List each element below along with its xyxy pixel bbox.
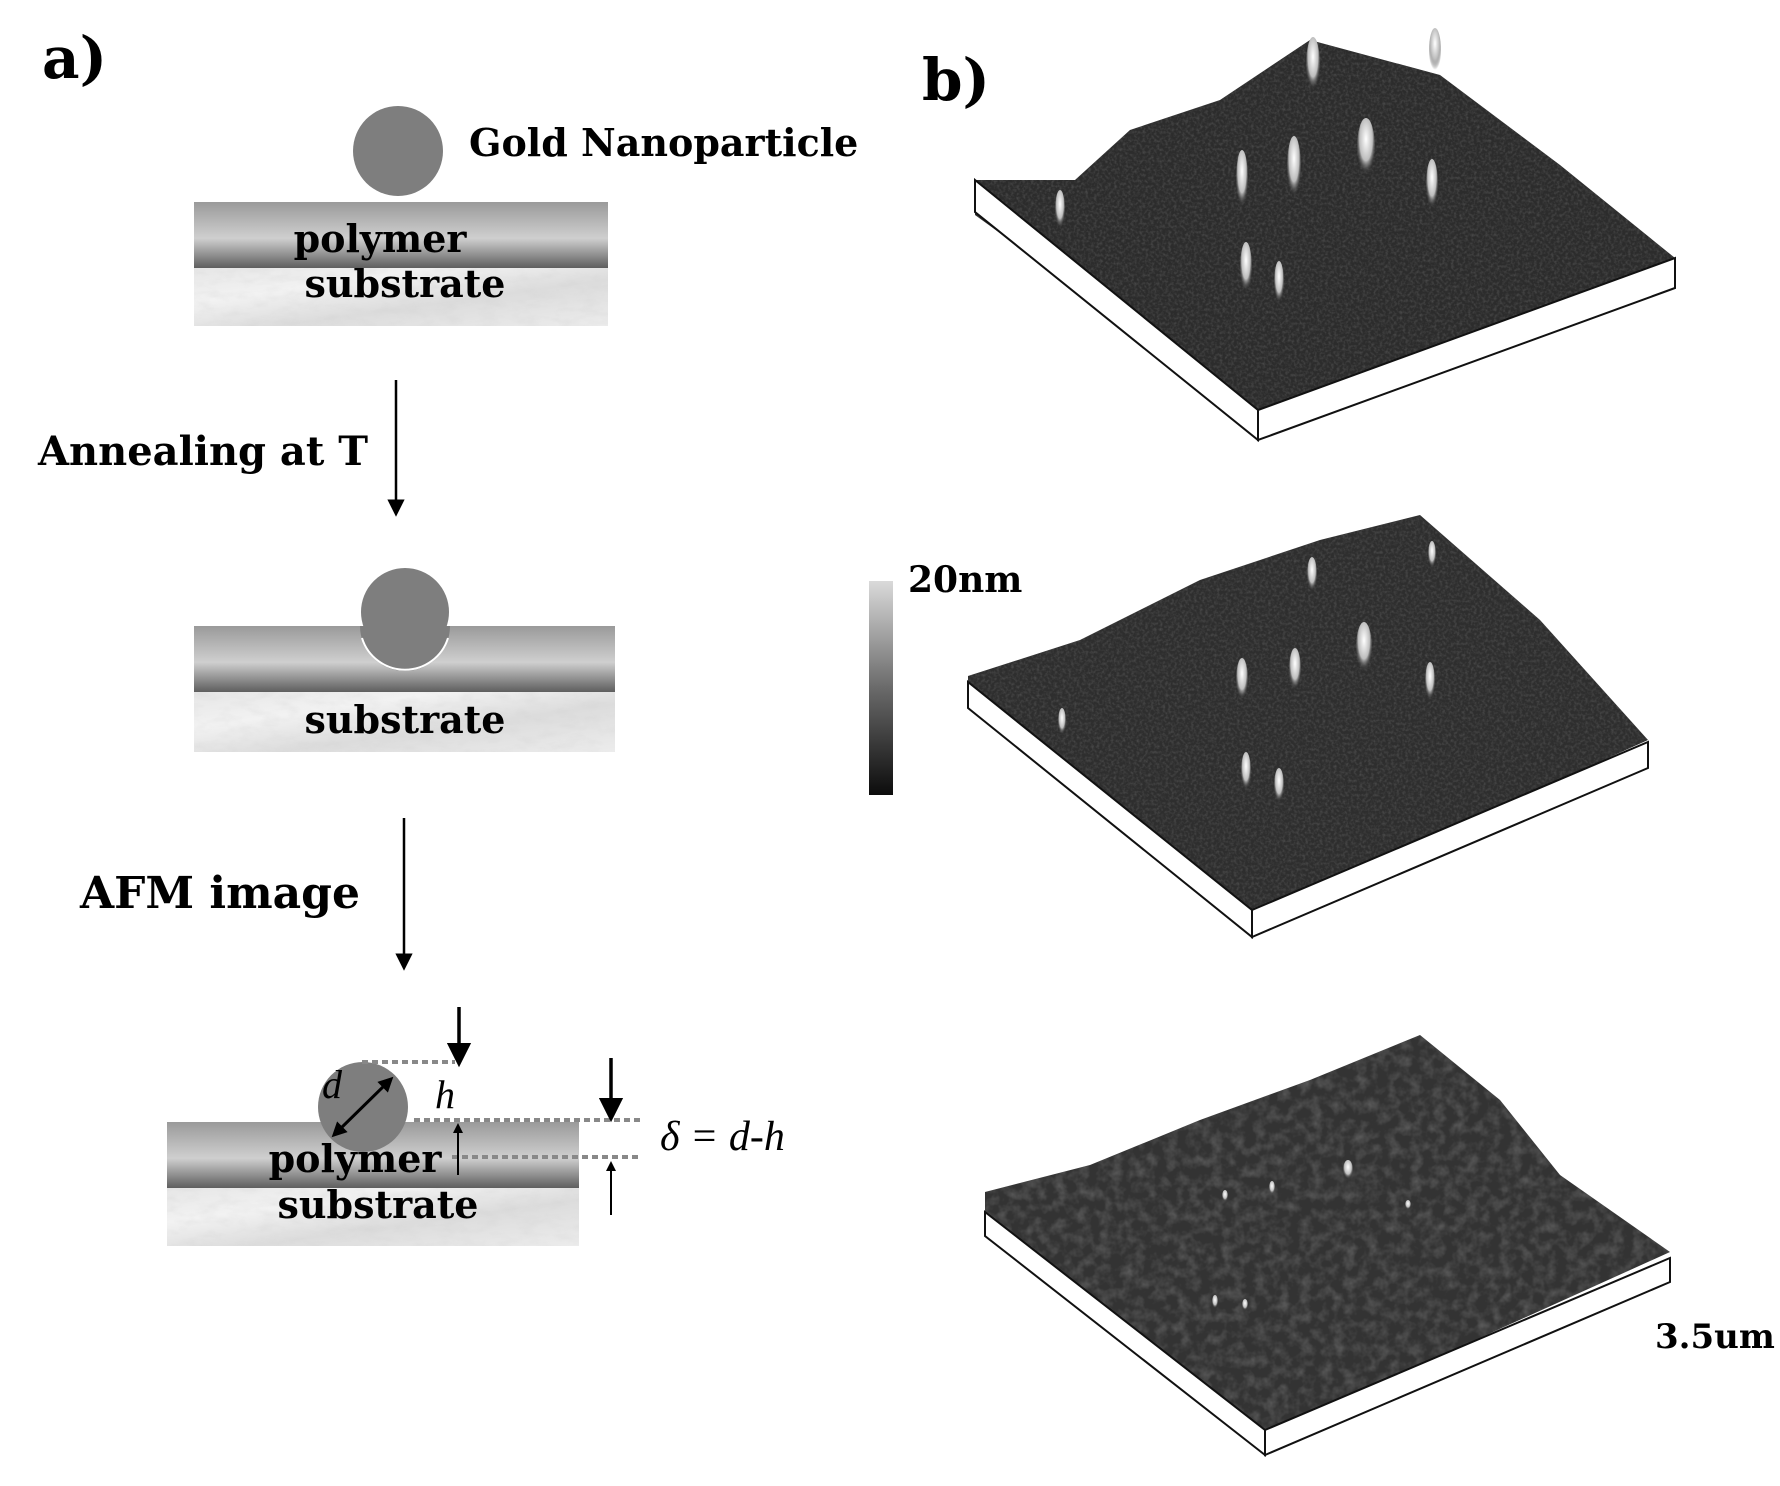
embedded-particle-part [360, 626, 450, 671]
nanoparticle-peak [1274, 261, 1284, 305]
substrate-texture [167, 1188, 579, 1246]
surface-right-wall [1257, 256, 1676, 442]
substrate-label: substrate [278, 1182, 479, 1227]
nanoparticle-peak [1241, 752, 1251, 792]
nanoparticle-peak [1405, 1200, 1411, 1210]
particle-outline [361, 637, 449, 671]
afm-surface-3 [984, 1035, 1671, 1458]
annealing-label: Annealing at T [37, 428, 368, 475]
nanoparticle-peak [1289, 648, 1301, 692]
surface-right-wall [1264, 1256, 1671, 1457]
nanoparticle-peak [1240, 242, 1252, 294]
afm-image-label: AFM image [79, 868, 360, 919]
polymer-layer [194, 202, 608, 268]
nanoparticle-peak [1307, 557, 1317, 593]
gold-nanoparticle-circle [353, 106, 443, 196]
nanoparticle-peak [1212, 1295, 1218, 1309]
height-colorbar: 20nm [869, 559, 1022, 795]
nanoparticle-peak [1236, 150, 1248, 210]
lateral-scale-label: 3.5um [1655, 1317, 1775, 1357]
substrate-texture [194, 692, 615, 752]
polymer-label: polymer [294, 216, 468, 261]
step2-stack: substrate [194, 566, 615, 752]
step3-stack: polymer substrate d h δ = d-h [167, 1007, 785, 1246]
surface-noise [985, 1035, 1670, 1435]
nanoparticle-peak [1428, 541, 1436, 569]
nanoparticle-peak [1426, 159, 1438, 211]
surface-right-wall [1251, 740, 1649, 939]
nanoparticle-peak [1274, 768, 1284, 804]
colorbar-max-label: 20nm [908, 559, 1022, 601]
symbol-h: h [435, 1072, 455, 1117]
substrate-label: substrate [305, 697, 506, 742]
substrate-texture [194, 268, 608, 326]
nanoparticle-peak [1356, 622, 1372, 674]
nanoparticle-peak [1357, 118, 1375, 178]
panel-b: b) [869, 28, 1775, 1458]
afm-surface-2 [967, 515, 1649, 940]
surface-noise [975, 40, 1675, 420]
step1-stack: Gold Nanoparticle polymer substrate [194, 106, 858, 326]
nanoparticle-peak [1236, 658, 1248, 702]
nanoparticle-peak [1222, 1190, 1228, 1202]
nanoparticle-peak [1287, 136, 1301, 200]
colorbar-gradient [869, 581, 893, 795]
substrate-label: substrate [305, 261, 506, 306]
polymer-label: polymer [269, 1136, 443, 1181]
delta-formula: δ = d-h [660, 1114, 785, 1160]
nanoparticle-peak [1055, 190, 1065, 230]
nanoparticle-peak [1429, 28, 1441, 72]
nanoparticle-peak [1269, 1181, 1275, 1195]
gold-nanoparticle-label: Gold Nanoparticle [469, 120, 858, 165]
panel-b-label: b) [922, 46, 990, 114]
panel-a-label: a) [42, 24, 107, 92]
nanoparticle-peak [1242, 1299, 1248, 1311]
panel-a: a) Gold Nanoparticle polymer substrate A… [37, 24, 858, 1246]
nanoparticle-peak [1425, 662, 1435, 702]
nanoparticle-peak [1058, 708, 1066, 736]
nanoparticle-peak [1343, 1160, 1353, 1180]
afm-surface-1 [974, 28, 1676, 443]
symbol-d: d [322, 1062, 343, 1107]
nanoparticle-peak [1306, 37, 1320, 93]
diameter-arrow [331, 1076, 394, 1138]
